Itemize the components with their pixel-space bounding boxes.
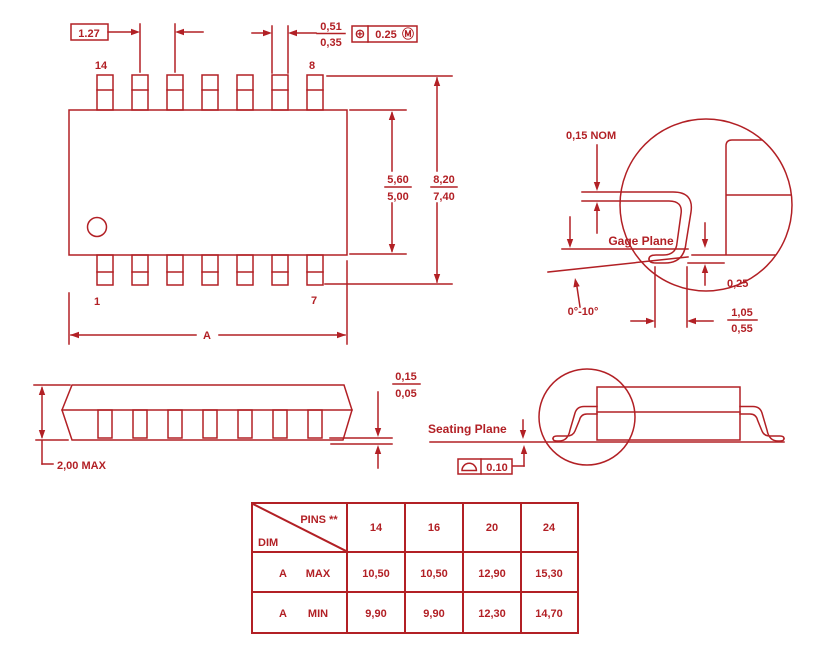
top-view-body xyxy=(68,74,348,286)
standoff-min-label: 0,05 xyxy=(395,388,416,400)
length-dimension: A xyxy=(68,260,348,345)
mmc-symbol-icon: Ⓜ xyxy=(402,26,414,41)
pin1-index-mark xyxy=(86,216,108,238)
seating-plane-symbol-icon xyxy=(461,462,478,472)
top-view: 14 8 1 7 1.27 xyxy=(68,21,458,345)
seating-view: Seating Plane 0.10 xyxy=(428,368,785,475)
lead-angle-dimension: 0°-10° xyxy=(547,256,689,318)
height-dimension: 2,00 MAX xyxy=(33,384,107,472)
row-type-label: MIN xyxy=(308,608,328,620)
lead-width-max-label: 0,51 xyxy=(320,21,341,33)
dimension-table: PINS ** DIM 14 16 20 24 A MAX 10,50 10,5… xyxy=(251,502,579,634)
height-label: 2,00 MAX xyxy=(57,460,107,472)
position-tolerance-frame: ⊕ 0.25 Ⓜ xyxy=(351,25,418,43)
lead-width-dimension: 0,51 0,35 xyxy=(251,21,346,74)
foot-length-dimension: 1,05 0,55 xyxy=(630,266,758,335)
foot-length-min-label: 0,55 xyxy=(731,323,752,335)
cell-value: 9,90 xyxy=(423,608,444,620)
cell-value: 12,30 xyxy=(478,608,506,620)
seating-plane-label: Seating Plane xyxy=(428,422,507,436)
gage-plane-label: Gage Plane xyxy=(608,234,674,248)
gage-plane: Gage Plane xyxy=(561,216,689,250)
standoff-dimension: 0,15 0,05 xyxy=(329,371,421,469)
lead-width-min-label: 0,35 xyxy=(320,37,341,49)
lead-thickness-label: 0,15 NOM xyxy=(566,130,616,142)
length-label: A xyxy=(203,330,211,342)
table-row-a-min: A MIN 9,90 9,90 12,30 14,70 xyxy=(279,608,563,620)
span-min-label: 7,40 xyxy=(433,191,454,203)
pitch-dimension: 1.27 xyxy=(70,23,204,73)
table-col-20: 20 xyxy=(486,522,498,534)
side-view-body xyxy=(61,384,353,441)
pin-number-7: 7 xyxy=(311,295,317,307)
cell-value: 10,50 xyxy=(362,568,390,580)
row-dim-label: A xyxy=(279,568,287,580)
table-header-dim: DIM xyxy=(258,537,278,549)
standoff-max-label: 0,15 xyxy=(395,371,416,383)
body-width-dimension: 5,60 5,00 xyxy=(349,109,412,255)
span-max-label: 8,20 xyxy=(433,174,454,186)
lead-span-dimension: 8,20 7,40 xyxy=(324,75,458,285)
position-symbol-icon: ⊕ xyxy=(355,27,366,42)
row-type-label: MAX xyxy=(306,568,331,580)
body-width-min-label: 5,00 xyxy=(387,191,408,203)
table-header-pins: PINS ** xyxy=(300,514,338,526)
detail-circle xyxy=(619,118,793,292)
lead-angle-label: 0°-10° xyxy=(568,306,599,318)
header-diagonal-divider xyxy=(251,502,348,553)
gage-offset-dimension: 0,25 xyxy=(687,222,748,290)
cell-value: 15,30 xyxy=(535,568,563,580)
gage-offset-label: 0,25 xyxy=(727,278,748,290)
side-view: 2,00 MAX 0,15 0,05 xyxy=(33,371,421,472)
lead-detail-view: 0,15 NOM Gage Plane 0,25 xyxy=(547,118,793,335)
pin-number-1: 1 xyxy=(94,296,100,308)
cell-value: 10,50 xyxy=(420,568,448,580)
position-tolerance-value: 0.25 xyxy=(375,29,396,41)
pin-number-14: 14 xyxy=(95,60,108,72)
detail-reference-circle xyxy=(538,368,636,466)
flatness-tolerance-value: 0.10 xyxy=(486,462,507,474)
pitch-label: 1.27 xyxy=(78,28,99,40)
body-width-max-label: 5,60 xyxy=(387,174,408,186)
lead-thickness-dimension: 0,15 NOM xyxy=(566,130,616,234)
pin-number-8: 8 xyxy=(309,60,315,72)
table-col-16: 16 xyxy=(428,522,440,534)
cell-value: 14,70 xyxy=(535,608,563,620)
detail-lead xyxy=(581,191,693,264)
table-row-a-max: A MAX 10,50 10,50 12,90 15,30 xyxy=(279,568,563,580)
cell-value: 9,90 xyxy=(365,608,386,620)
seating-flatness-dimension: 0.10 xyxy=(457,419,528,475)
detail-body xyxy=(691,139,792,256)
table-col-24: 24 xyxy=(543,522,556,534)
foot-length-max-label: 1,05 xyxy=(731,307,752,319)
table-col-14: 14 xyxy=(370,522,383,534)
seating-view-body xyxy=(429,368,785,466)
cell-value: 12,90 xyxy=(478,568,506,580)
row-dim-label: A xyxy=(279,608,287,620)
